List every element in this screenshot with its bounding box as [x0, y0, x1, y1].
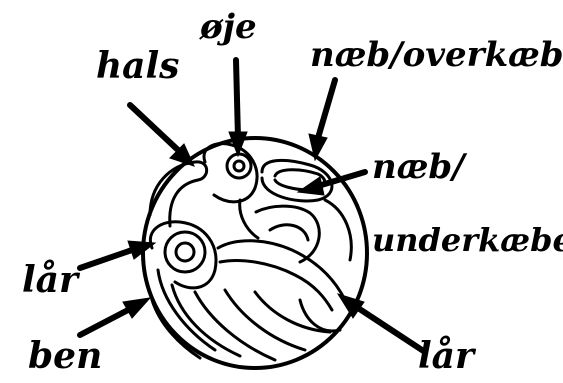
eye-circle-outer [227, 154, 251, 178]
neck-arrow [130, 105, 178, 150]
lower-beak-curve-2 [270, 225, 308, 240]
lower-beak-arrowhead [298, 177, 324, 195]
thigh-left-arrow [80, 250, 132, 268]
upper-beak-arrow [318, 80, 335, 138]
label-neck: hals [96, 48, 179, 84]
leg-arrowhead [123, 298, 150, 318]
body-fold [325, 200, 351, 260]
label-lower-beak-line1: næb/ [372, 150, 465, 184]
label-thigh-right: lår [418, 338, 474, 374]
leg-arrow [80, 310, 128, 335]
thigh-right-band-2 [220, 261, 332, 310]
thigh-left-knob-outer [165, 232, 205, 272]
eye-circle-inner [234, 161, 244, 171]
label-lower-beak-line2: underkæbe [372, 224, 563, 256]
thigh-left-knob-inner [176, 243, 194, 261]
label-leg: ben [28, 338, 102, 374]
eye-arrow [236, 60, 238, 138]
label-thigh-left: lår [22, 262, 78, 298]
label-upper-beak: næb/overkæbe [310, 38, 563, 72]
body-fold [240, 200, 258, 238]
label-eye: øje [200, 10, 257, 44]
thigh-right-arrow [358, 308, 425, 352]
lower-beak-curve [256, 206, 319, 262]
leg-strand [225, 290, 305, 350]
